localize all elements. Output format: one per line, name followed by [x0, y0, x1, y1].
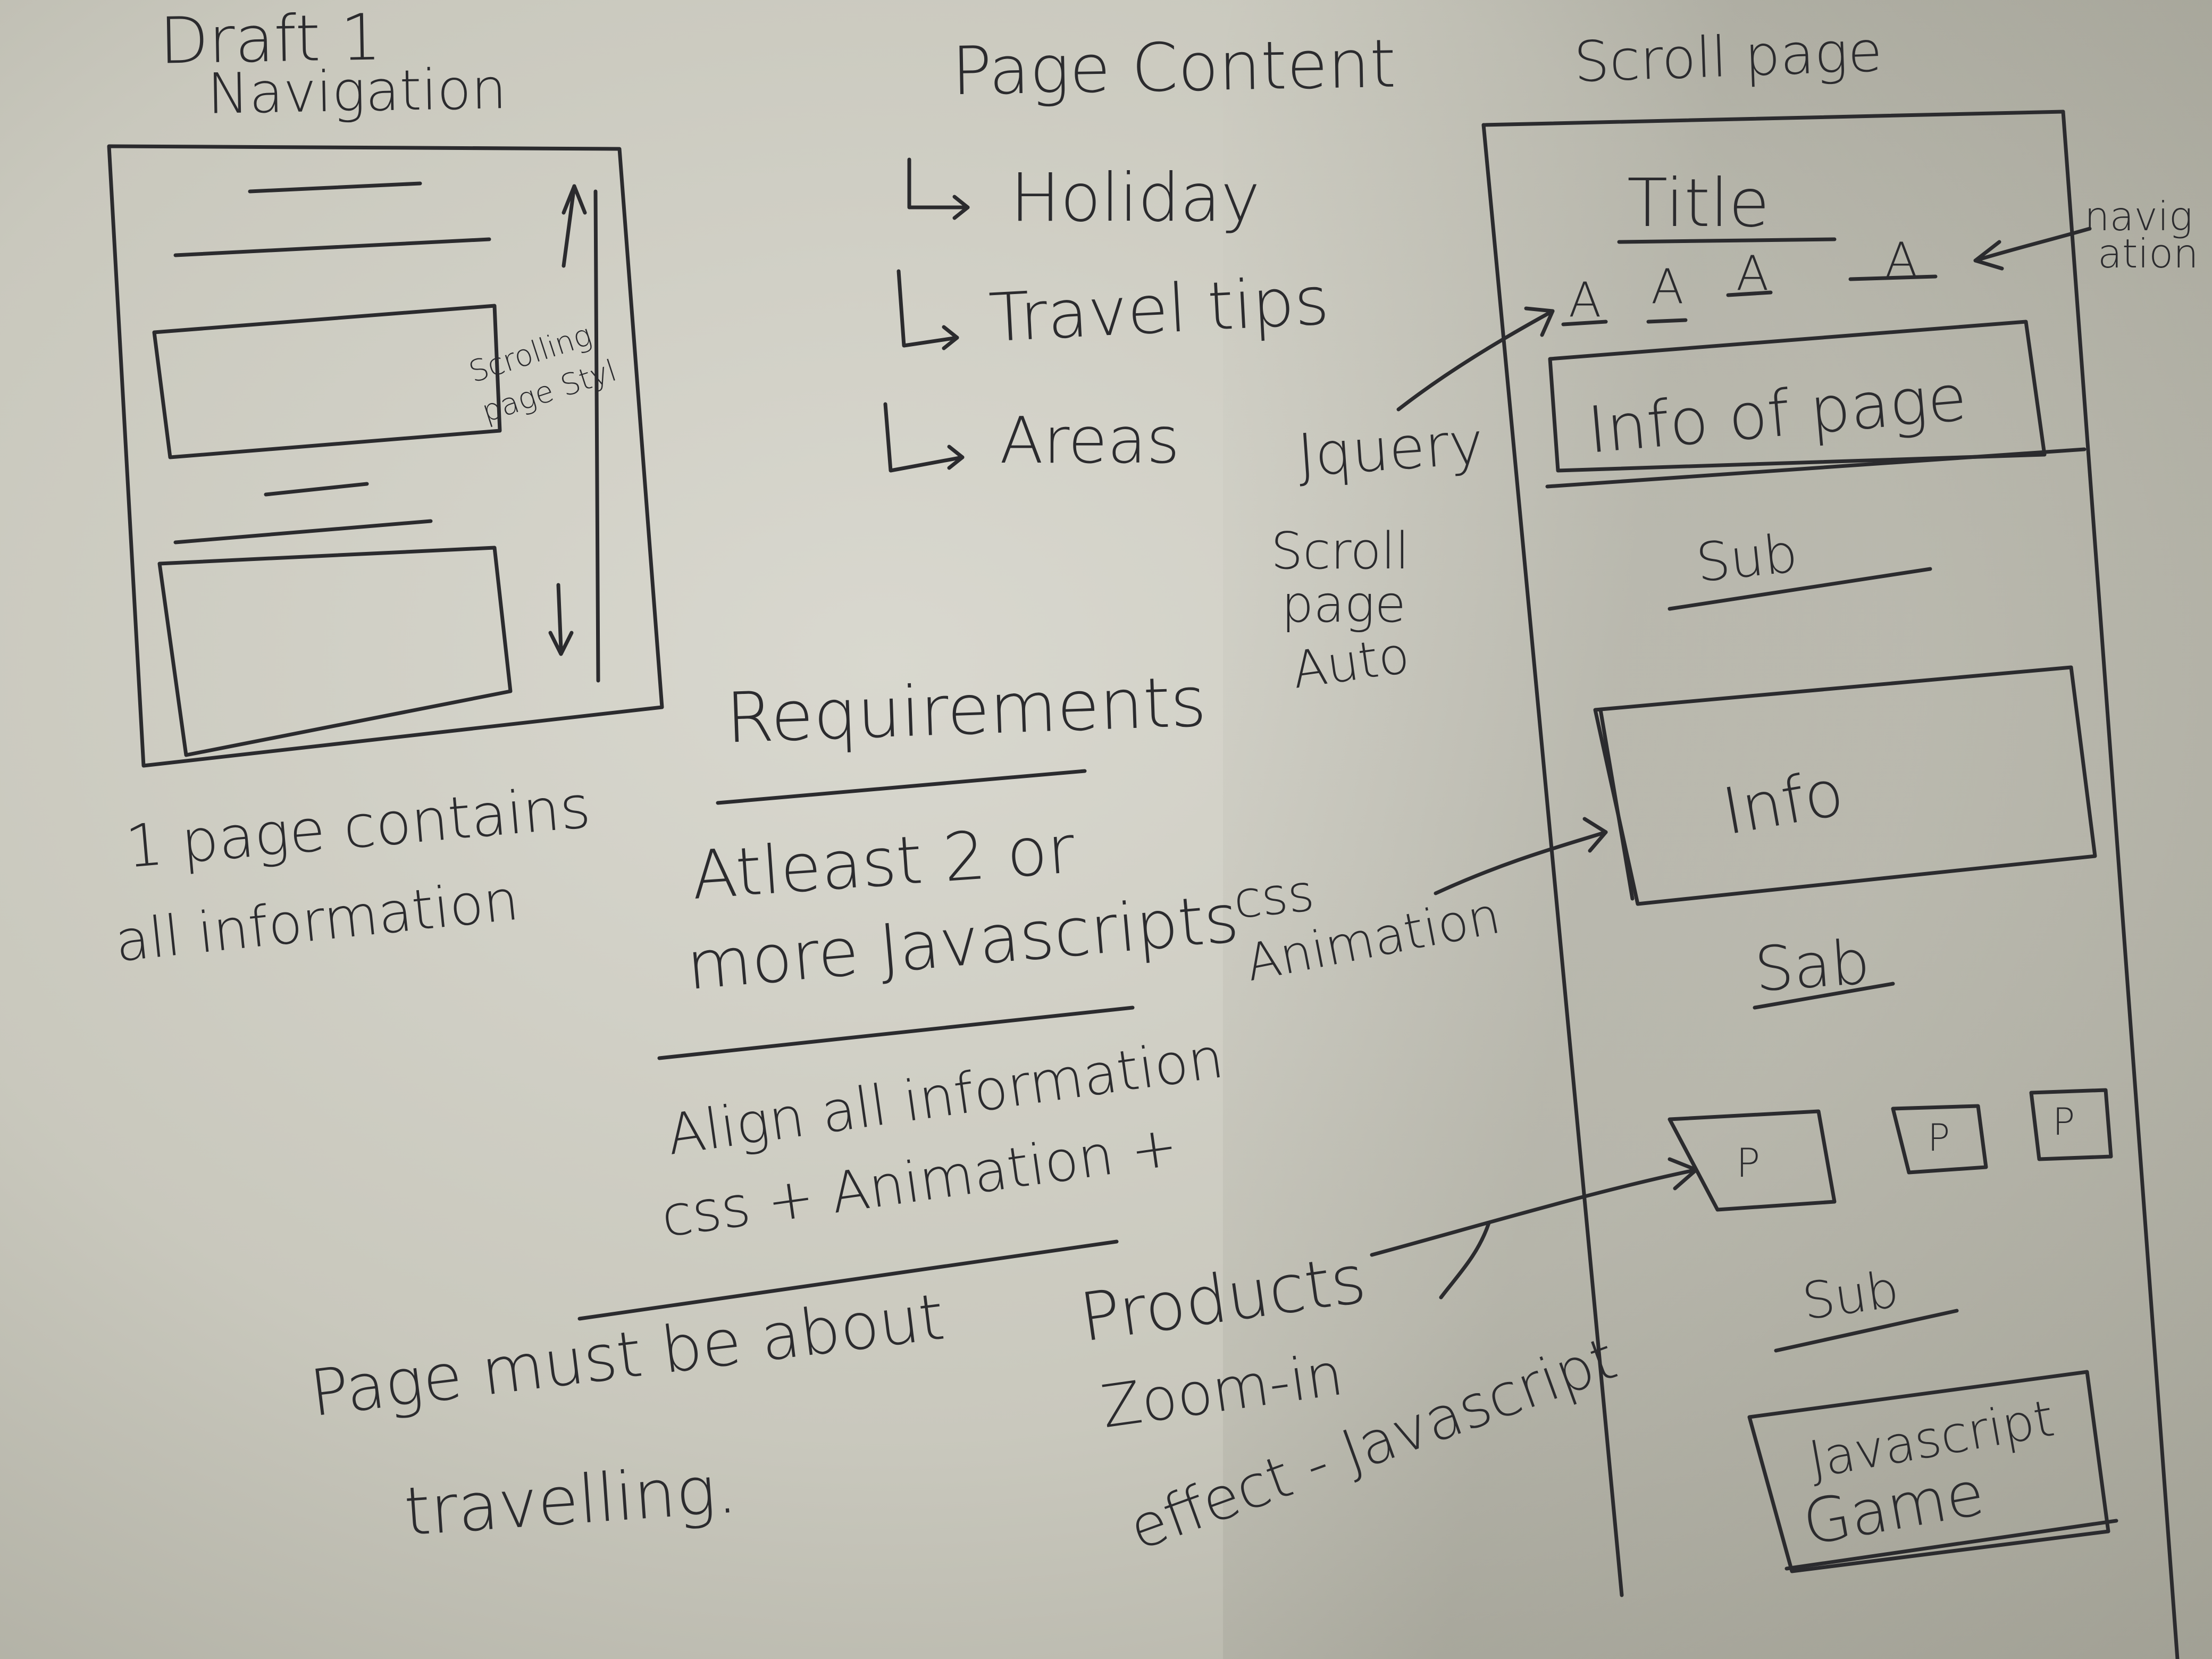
draft-scroll-down-arrow	[556, 583, 563, 651]
page-content-bullets	[883, 157, 970, 473]
annotation-scroll-auto-2: page	[1281, 575, 1406, 634]
nav-item-a-3: A	[1736, 246, 1769, 301]
draft-box-2	[157, 546, 513, 757]
page-content-item-travel-tips: Travel tips	[987, 262, 1331, 357]
page-content-heading: Page Content	[951, 25, 1397, 111]
draft-wireframe	[107, 144, 664, 768]
draft-subtitle: Navigation	[206, 56, 507, 127]
product-box-3	[2029, 1088, 2113, 1161]
product-label-1: P	[1736, 1139, 1761, 1186]
scroll-page-heading: Scroll page	[1573, 19, 1883, 95]
game-box	[1747, 1370, 2110, 1573]
product-label-2: P	[1928, 1116, 1950, 1160]
nav-item-a-1: A	[1569, 272, 1602, 328]
page-content-item-areas: Areas	[1000, 404, 1180, 478]
annotation-scroll-auto-1: Scroll	[1271, 522, 1410, 581]
draft-text-squiggle	[264, 482, 369, 497]
sub-2-underline	[1753, 982, 1895, 1010]
requirements-heading: Requirements	[724, 661, 1208, 759]
draft-text-squiggle	[248, 181, 422, 194]
nav-item-a-4: A	[1885, 232, 1918, 288]
draft-text-squiggle	[173, 237, 491, 257]
product-label-3: P	[2052, 1100, 2075, 1144]
sub-3-underline	[1774, 1309, 1959, 1353]
annotation-navigation-1: navig	[2084, 193, 2193, 240]
nav-item-a-2: A	[1651, 259, 1684, 315]
sub-3-label: Sub	[1799, 1260, 1903, 1332]
draft-box-1	[152, 304, 502, 459]
info-of-page-box	[1548, 320, 2047, 473]
page-content-item-holiday: Holiday	[1010, 160, 1260, 237]
annotation-css: css	[1230, 864, 1317, 931]
draft-outer-frame	[107, 144, 664, 768]
scroll-page-frame	[1481, 110, 2180, 1659]
sub-1-underline	[1668, 567, 1932, 611]
product-box-2	[1891, 1104, 1988, 1175]
info-box	[1593, 665, 2097, 906]
scroll-page-title: Title	[1627, 165, 1770, 242]
annotation-jquery: Jquery	[1295, 408, 1486, 490]
sub-1-label: Sub	[1693, 522, 1800, 594]
requirements-lines	[577, 769, 1135, 1321]
product-box-1	[1668, 1109, 1837, 1212]
draft-scrollbar	[593, 189, 600, 683]
annotation-arrows	[1370, 227, 2092, 1300]
annotation-navigation-2: ation	[2098, 230, 2199, 277]
draft-text-squiggle	[173, 519, 433, 544]
sub-2-label: Sab	[1752, 926, 1872, 1006]
draft-scroll-up-arrow	[562, 184, 587, 268]
